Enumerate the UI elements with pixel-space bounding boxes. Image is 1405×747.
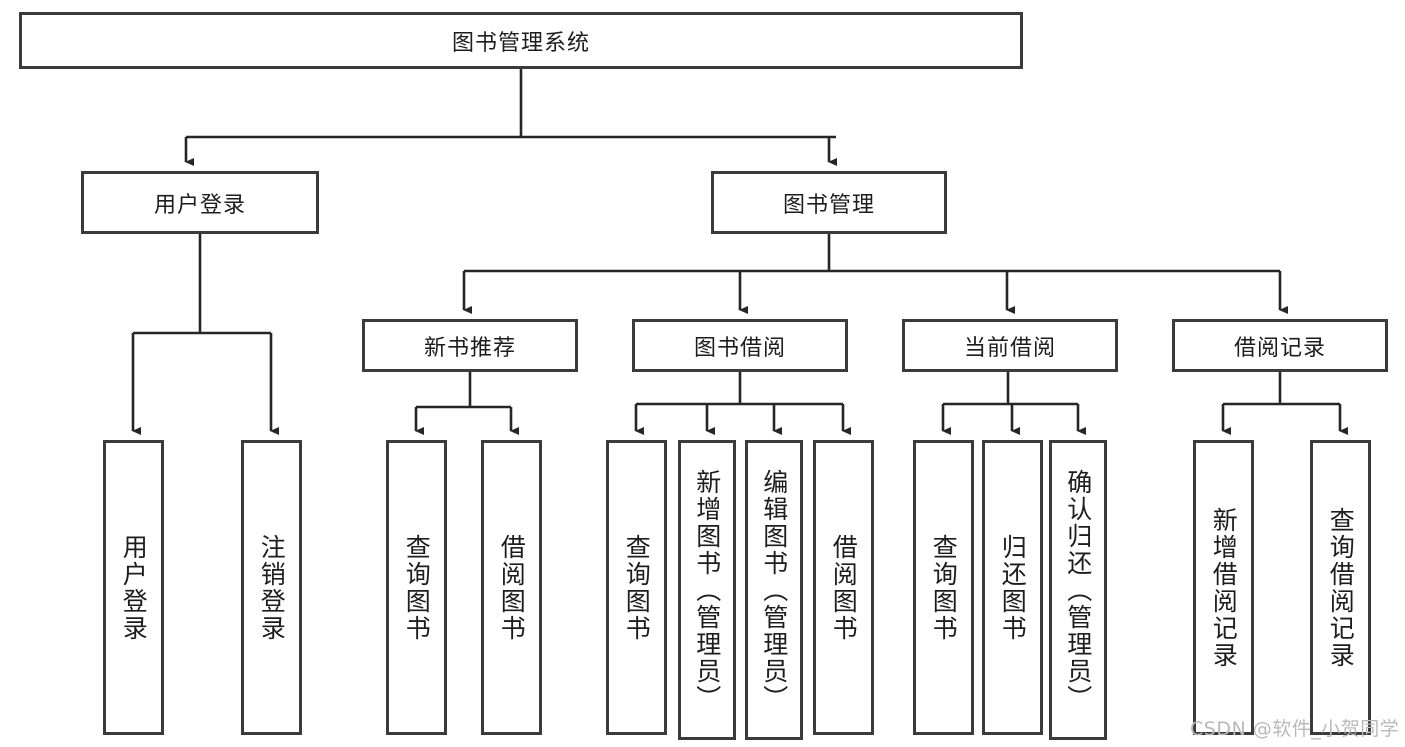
node-borrow-record[interactable]: 借阅记录 — [1172, 319, 1388, 372]
node-leaf-add-borrow-record[interactable]: 新增借阅记录 — [1193, 440, 1254, 735]
node-new-book-recommend[interactable]: 新书推荐 — [362, 319, 578, 372]
node-book-borrow-label: 图书借阅 — [693, 335, 786, 361]
node-book-management-label: 图书管理 — [782, 192, 875, 218]
node-leaf-user-login[interactable]: 用户登录 — [103, 440, 164, 735]
node-leaf-query-books-2-label: 查询图书 — [622, 533, 652, 642]
node-leaf-edit-book-admin-label: 编辑图书（管理员） — [759, 468, 789, 712]
node-user-login[interactable]: 用户登录 — [81, 171, 319, 234]
node-leaf-query-books-2[interactable]: 查询图书 — [606, 440, 667, 735]
node-root-label: 图书管理系统 — [451, 30, 590, 56]
node-book-borrow[interactable]: 图书借阅 — [632, 319, 848, 372]
node-leaf-add-borrow-record-label: 新增借阅记录 — [1209, 506, 1239, 669]
node-leaf-borrow-books-2[interactable]: 借阅图书 — [813, 440, 874, 735]
node-leaf-user-login-label: 用户登录 — [119, 533, 149, 642]
node-current-borrow-label: 当前借阅 — [963, 335, 1056, 361]
node-leaf-edit-book-admin[interactable]: 编辑图书（管理员） — [745, 440, 803, 740]
node-leaf-query-borrow-record[interactable]: 查询借阅记录 — [1310, 440, 1371, 735]
node-root[interactable]: 图书管理系统 — [19, 12, 1023, 69]
node-leaf-query-books-3[interactable]: 查询图书 — [913, 440, 974, 735]
node-leaf-add-book-admin[interactable]: 新增图书（管理员） — [678, 440, 736, 740]
node-leaf-return-books[interactable]: 归还图书 — [982, 440, 1043, 735]
node-leaf-confirm-return-admin-label: 确认归还（管理员） — [1063, 468, 1093, 712]
node-leaf-add-book-admin-label: 新增图书（管理员） — [692, 468, 722, 712]
node-leaf-borrow-books-2-label: 借阅图书 — [829, 533, 859, 642]
node-leaf-confirm-return-admin[interactable]: 确认归还（管理员） — [1049, 440, 1107, 740]
node-leaf-logout-login[interactable]: 注销登录 — [241, 440, 302, 735]
node-new-book-recommend-label: 新书推荐 — [423, 335, 516, 361]
node-leaf-return-books-label: 归还图书 — [998, 533, 1028, 642]
node-leaf-borrow-books-1-label: 借阅图书 — [497, 533, 527, 642]
node-current-borrow[interactable]: 当前借阅 — [902, 319, 1118, 372]
node-leaf-query-books-1-label: 查询图书 — [402, 533, 432, 642]
watermark: CSDN @软件_小贺同学 — [1190, 718, 1400, 740]
node-borrow-record-label: 借阅记录 — [1233, 335, 1326, 361]
node-user-login-label: 用户登录 — [153, 192, 246, 218]
node-leaf-query-books-1[interactable]: 查询图书 — [386, 440, 447, 735]
node-leaf-logout-login-label: 注销登录 — [257, 533, 287, 642]
node-leaf-query-books-3-label: 查询图书 — [929, 533, 959, 642]
node-leaf-query-borrow-record-label: 查询借阅记录 — [1326, 506, 1356, 669]
node-leaf-borrow-books-1[interactable]: 借阅图书 — [481, 440, 542, 735]
node-book-management[interactable]: 图书管理 — [711, 171, 947, 234]
